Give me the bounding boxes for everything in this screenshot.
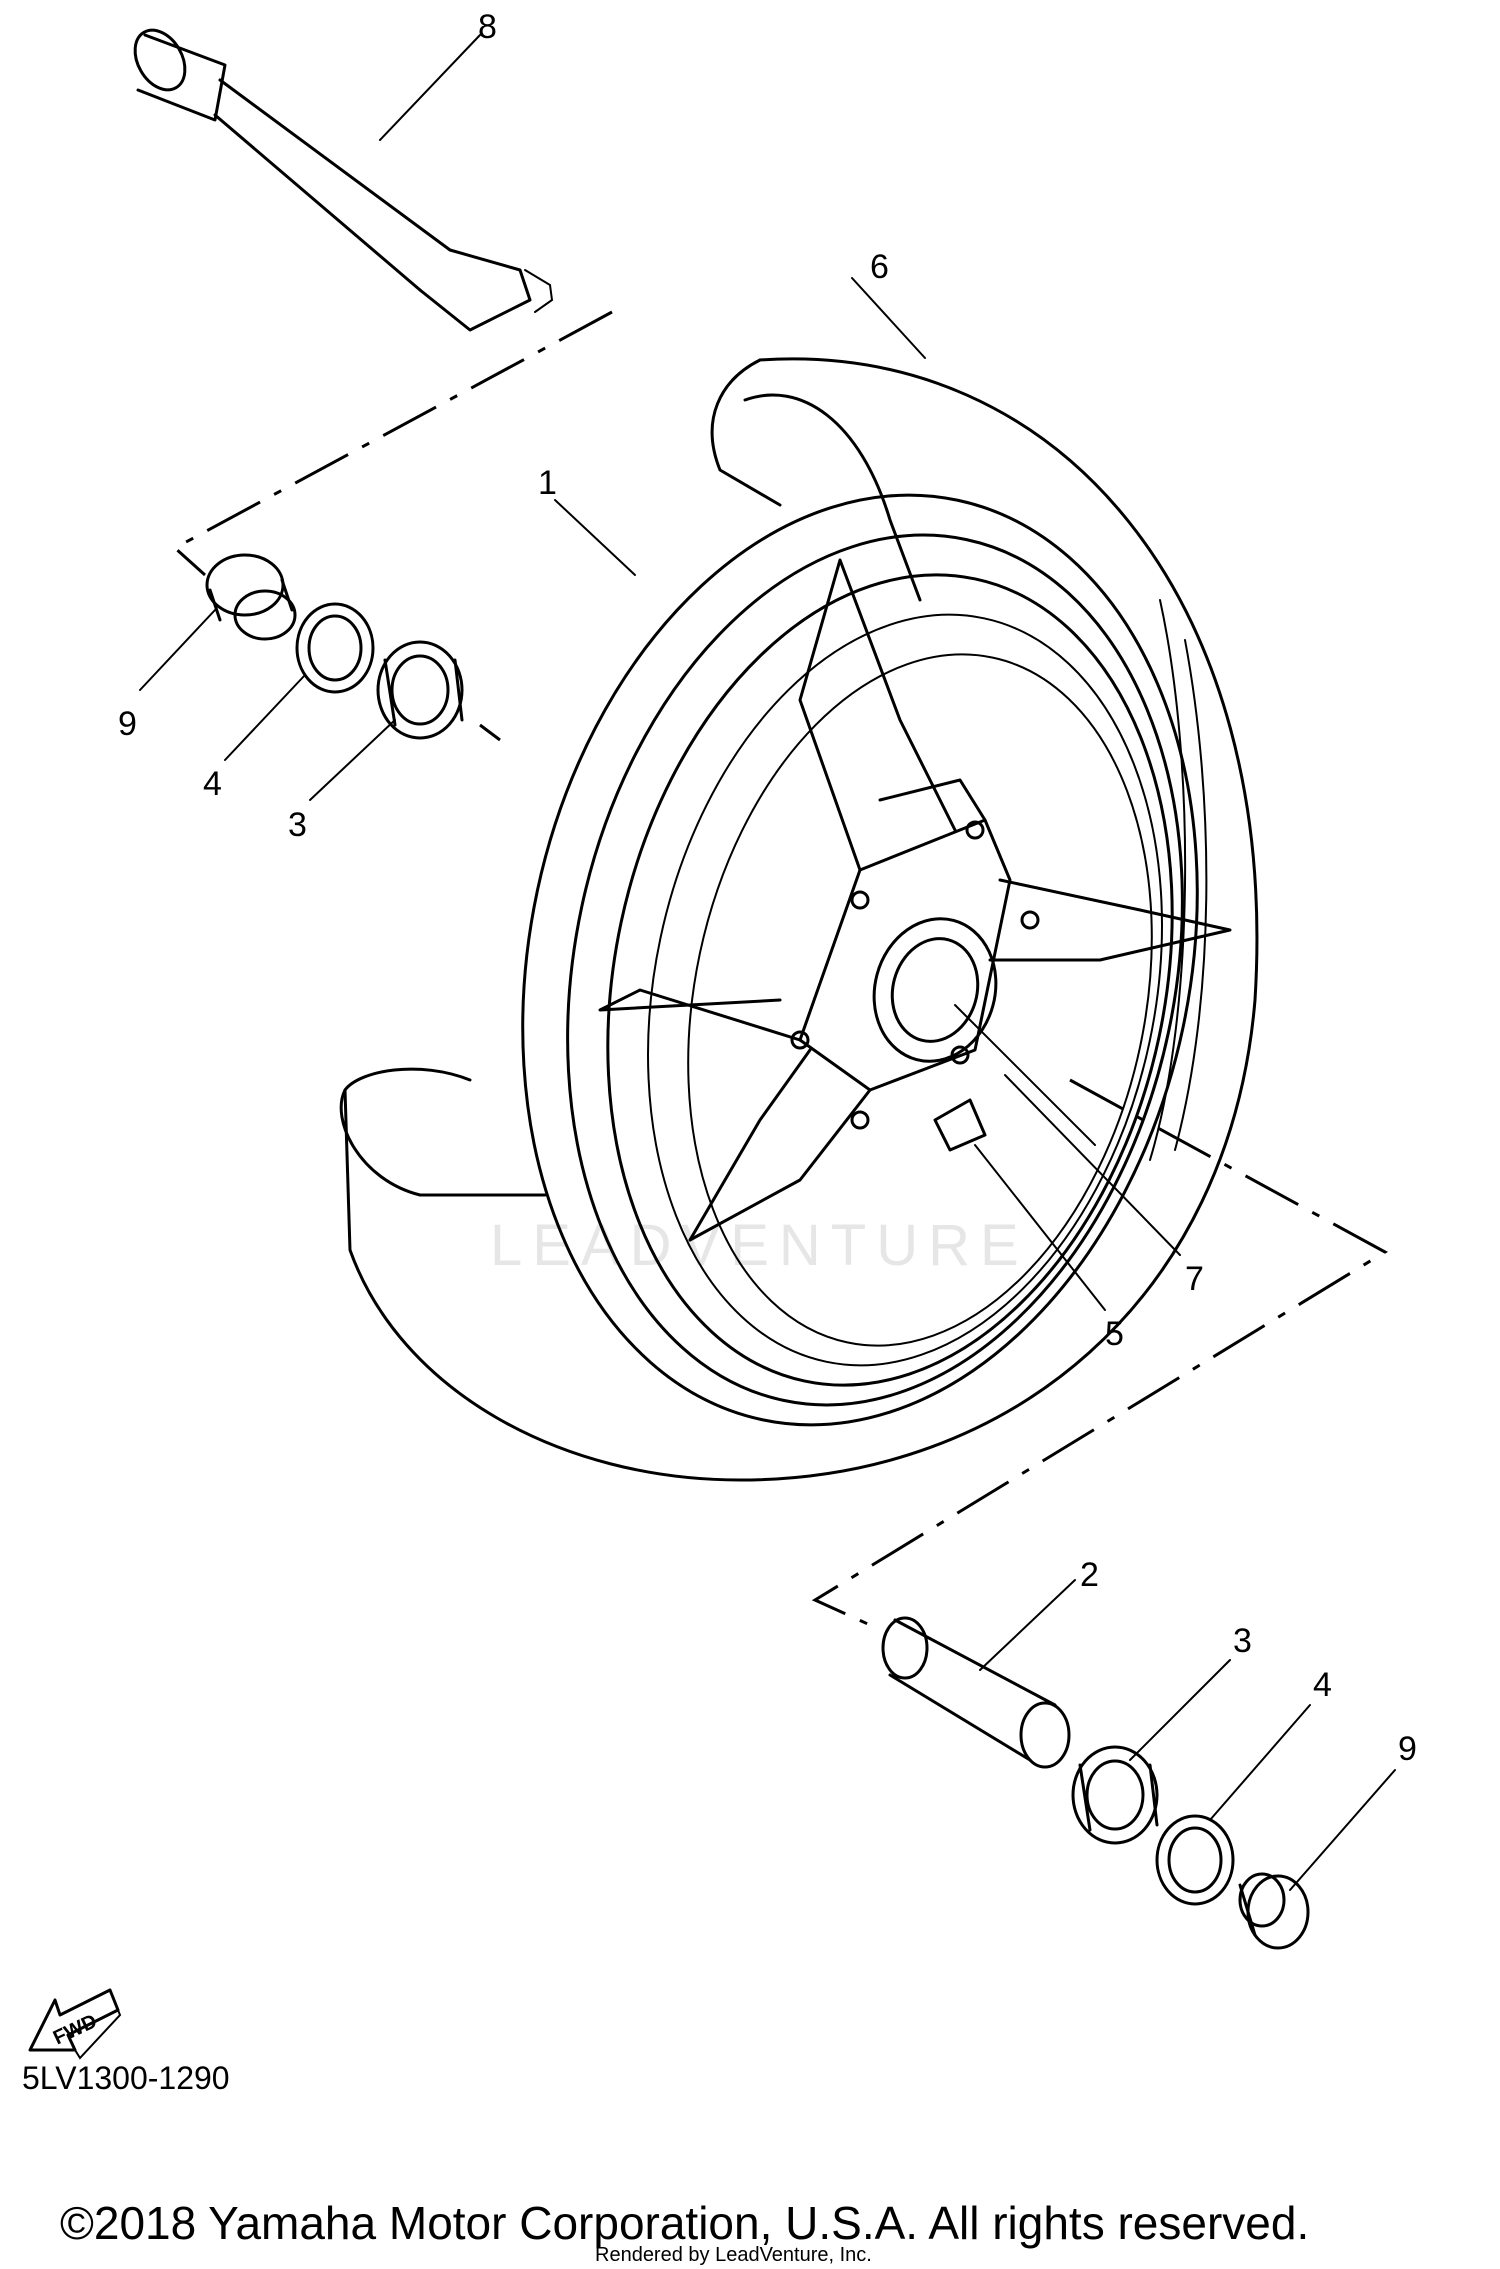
leadventure-watermark: LEADVENTURE — [490, 1213, 1029, 1278]
copyright-notice: ©2018 Yamaha Motor Corporation, U.S.A. A… — [60, 2197, 1310, 2249]
callout-1: 1 — [538, 464, 557, 502]
axle-part-8 — [133, 28, 554, 332]
oil-seal-part-4-left — [295, 602, 375, 694]
callout-9-right: 9 — [1398, 1730, 1417, 1768]
tire-part-6 — [339, 357, 1259, 1482]
spacer-part-2 — [881, 1616, 1071, 1769]
callout-4-right: 4 — [1313, 1666, 1332, 1704]
leader-lines — [139, 34, 1396, 1891]
bearing-part-3-left — [376, 640, 464, 740]
wheel-rim-part-1 — [521, 493, 1232, 1427]
callout-3-right: 3 — [1233, 1622, 1252, 1660]
rendered-by-credit: Rendered by LeadVenture, Inc. — [595, 2244, 872, 2266]
callout-6: 6 — [870, 248, 889, 286]
collar-part-9-left — [205, 553, 297, 641]
collar-part-9-right — [1238, 1872, 1310, 1950]
bearing-part-3-right — [1071, 1745, 1159, 1845]
callout-3-left: 3 — [288, 806, 307, 844]
oil-seal-part-4-right — [1155, 1814, 1235, 1906]
callout-5: 5 — [1105, 1315, 1124, 1353]
callout-2: 2 — [1080, 1556, 1099, 1594]
callout-9-left: 9 — [118, 705, 137, 743]
fwd-arrow-icon: FWD — [28, 1988, 122, 2060]
diagram-code: 5LV1300-1290 — [22, 2060, 230, 2096]
callout-4-left: 4 — [203, 765, 222, 803]
callout-7: 7 — [1185, 1260, 1204, 1298]
valve-part-5 — [933, 1098, 987, 1152]
callout-8: 8 — [478, 8, 497, 46]
